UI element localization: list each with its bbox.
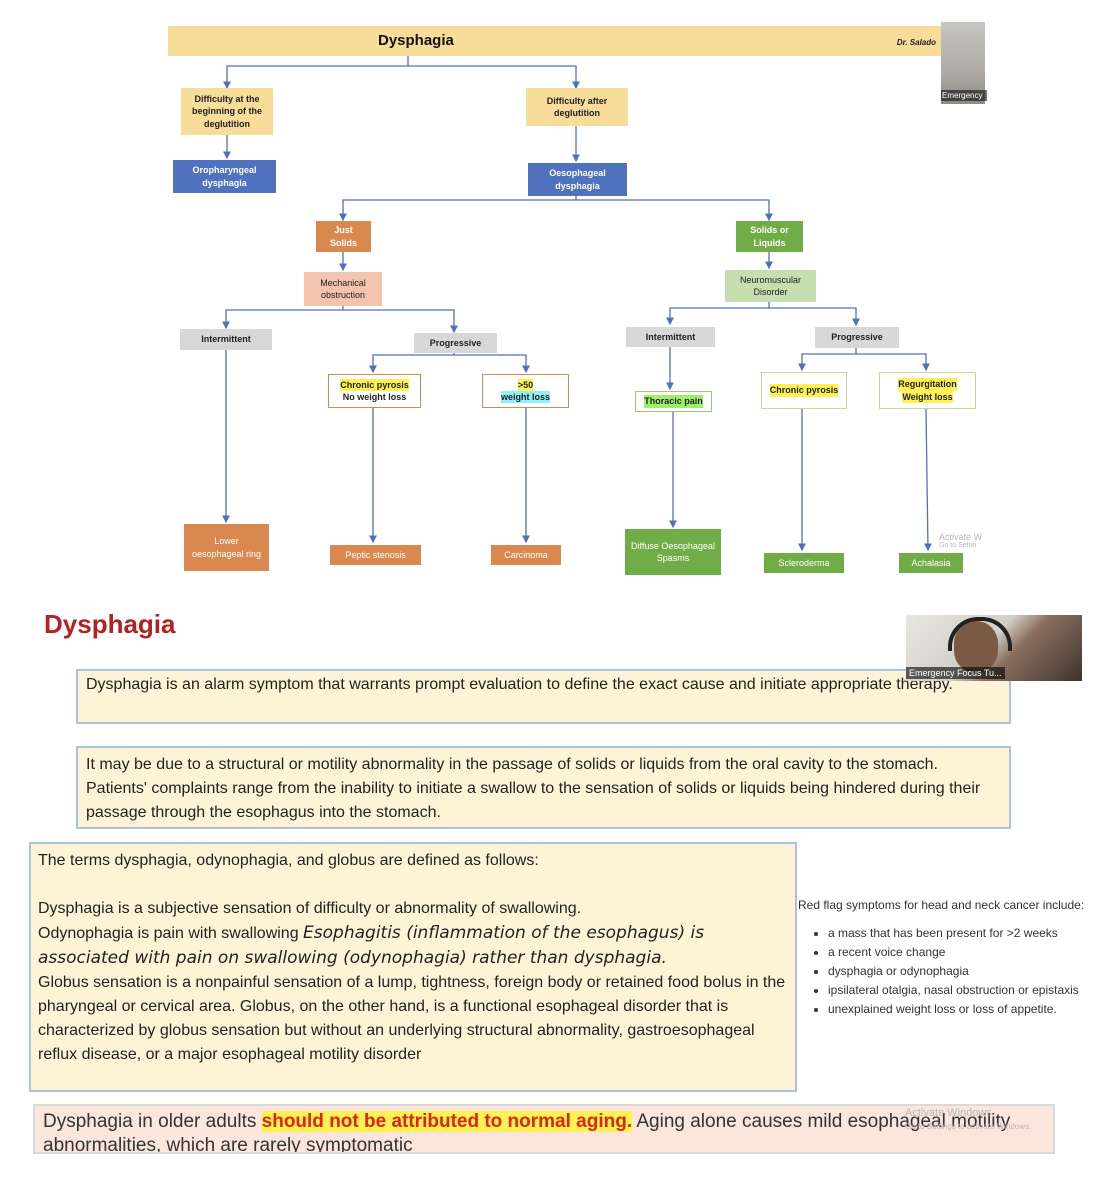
section-title: Dysphagia <box>44 609 176 639</box>
esophagitis-note: Esophagitis (inflammation of the esophag… <box>38 923 705 968</box>
odynophagia-text: Odynophagia is pain with swallowing <box>38 925 304 942</box>
weight-loss-cap-text: Weight loss <box>902 390 953 403</box>
video-label-top: Emergency <box>941 90 987 101</box>
info-box-alarm: Dysphagia is an alarm symptom that warra… <box>76 669 1011 724</box>
red-flag-item: ipsilateral otalgia, nasal obstruction o… <box>828 983 1088 997</box>
red-flag-panel: Red flag symptoms for head and neck canc… <box>798 898 1088 1021</box>
red-flag-item: a mass that has been present for >2 week… <box>828 926 1088 940</box>
node-lower-oesophageal-ring: Lower oesophageal ring <box>184 524 269 571</box>
older-adults-text-a: Dysphagia in older adults <box>43 1111 262 1132</box>
definition-globus: Globus sensation is a nonpainful sensati… <box>38 974 786 1063</box>
node-thoracic-pain: Thoracic pain <box>635 391 712 412</box>
watermark-line1: Activate W <box>939 532 983 542</box>
over50-text: >50 <box>517 378 534 391</box>
node-neuromuscular: Neuromuscular Disorder <box>725 270 816 302</box>
weight-loss-text: weight loss <box>500 391 550 404</box>
watermark-bottom-line2: Go to Settings to activate Windows. <box>905 1122 1032 1131</box>
node-oesophageal: Oesophageal dysphagia <box>528 163 627 196</box>
spacer <box>38 873 788 897</box>
node-difficulty-after: Difficulty after deglutition <box>526 88 628 126</box>
node-achalasia: Achalasia <box>899 553 963 573</box>
video-label-presenter: Emergency Focus Tu... <box>906 667 1005 679</box>
node-regurgitation-weight-loss: Regurgitation Weight loss <box>879 372 976 409</box>
flowchart-author: Dr. Salado <box>896 38 936 47</box>
video-thumbnail-presenter[interactable]: Emergency Focus Tu... <box>906 615 1082 681</box>
regurgitation-text: Regurgitation <box>898 378 957 391</box>
definition-odynophagia: Odynophagia is pain with swallowing Esop… <box>38 921 788 971</box>
node-intermittent-right: Intermittent <box>626 327 715 347</box>
node-chronic-pyrosis-no-weight-loss: Chronic pyrosis No weight loss <box>328 374 421 408</box>
info-box-definitions: The terms dysphagia, odynophagia, and gl… <box>29 842 797 1092</box>
definitions-intro: The terms dysphagia, odynophagia, and gl… <box>38 852 539 869</box>
older-adults-text-c: Aging alone causes mild esophageal motil… <box>43 1111 1011 1154</box>
red-flag-list: a mass that has been present for >2 week… <box>798 926 1088 1016</box>
watermark-line2: Go to Settin <box>939 542 976 549</box>
info-box-older-adults: Dysphagia in older adults should not be … <box>33 1104 1055 1154</box>
node-oropharyngeal: Oropharyngeal dysphagia <box>173 160 276 193</box>
node-just-solids: Just Solids <box>316 221 371 252</box>
red-flag-item: unexplained weight loss or loss of appet… <box>828 1002 1088 1016</box>
node-progressive-left: Progressive <box>414 333 497 353</box>
flowchart-title-banner: Dysphagia Dr. Salado <box>168 26 942 56</box>
node-solids-liquids: Solids or Liquids <box>736 221 803 252</box>
node-progressive-right: Progressive <box>815 327 899 348</box>
flowchart-title: Dysphagia <box>378 32 454 49</box>
node-over50-weight-loss: >50 weight loss <box>482 374 569 408</box>
node-intermittent-left: Intermittent <box>180 329 272 350</box>
no-weight-loss-text: No weight loss <box>342 392 407 402</box>
info-box-causes: It may be due to a structural or motilit… <box>76 746 1011 829</box>
video-thumbnail-top[interactable]: Emergency <box>941 22 987 104</box>
watermark-bottom-line1: Activate Windows <box>905 1107 992 1119</box>
node-scleroderma: Scleroderma <box>764 553 844 573</box>
node-diffuse-spasms: Diffuse Oesophageal Spasms <box>625 529 721 575</box>
node-carcinoma: Carcinoma <box>491 545 561 565</box>
node-mechanical-obstruction: Mechanical obstruction <box>304 272 382 306</box>
dysphagia-flowchart: Dysphagia Dr. Salado Difficulty at the b… <box>168 22 986 582</box>
definition-dysphagia: Dysphagia is a subjective sensation of d… <box>38 900 582 917</box>
thoracic-pain-text: Thoracic pain <box>644 395 703 408</box>
headphones-icon <box>948 617 1012 651</box>
node-peptic-stenosis: Peptic stenosis <box>330 545 421 565</box>
red-flag-item: a recent voice change <box>828 945 1088 959</box>
older-adults-emphasis: should not be attributed to normal aging… <box>261 1111 633 1132</box>
node-difficulty-beginning: Difficulty at the beginning of the deglu… <box>181 88 273 135</box>
activate-watermark-top: Activate W Go to Settin <box>939 532 982 549</box>
node-chronic-pyrosis-right: Chronic pyrosis <box>761 372 847 409</box>
red-flag-heading: Red flag symptoms for head and neck canc… <box>798 898 1085 912</box>
chronic-pyrosis-text: Chronic pyrosis <box>340 378 409 391</box>
chronic-pyrosis-right-text: Chronic pyrosis <box>769 384 839 397</box>
flowchart-connectors <box>222 56 932 552</box>
activate-watermark-bottom: Activate Windows Go to Settings to activ… <box>905 1107 1031 1133</box>
red-flag-item: dysphagia or odynophagia <box>828 964 1088 978</box>
